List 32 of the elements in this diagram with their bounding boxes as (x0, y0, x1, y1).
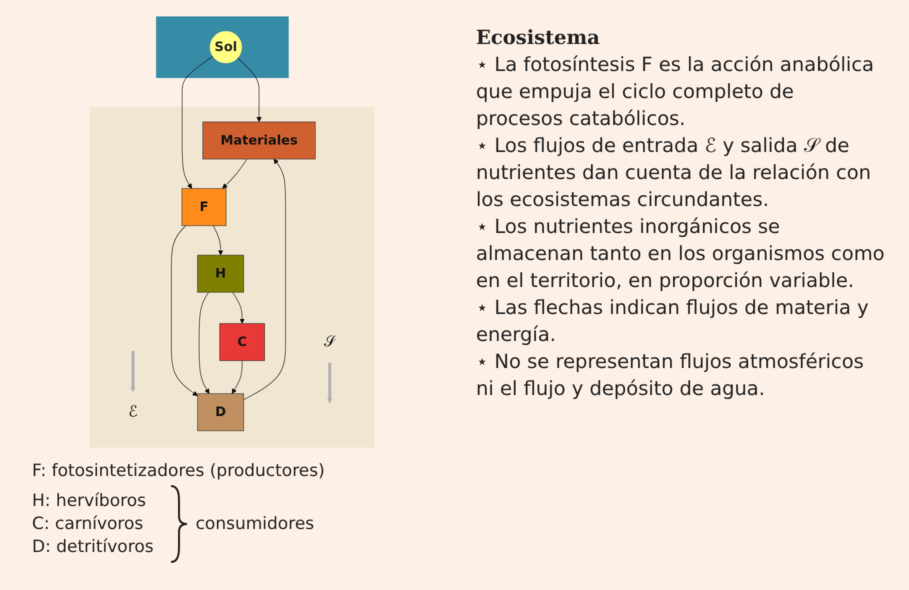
node-text: 𝒮 (324, 332, 336, 351)
node-box (202, 122, 316, 160)
arrow (182, 56, 214, 189)
node-box (197, 254, 244, 293)
group-label: consumidores (196, 514, 314, 534)
bullet-note: ⋆ No se representan flujos atmosféricos ni el flujo y depósito de agua. (476, 349, 865, 402)
node-circle (210, 31, 242, 64)
node-box (197, 393, 244, 432)
heading: Ecosistema (476, 25, 601, 51)
arrow (198, 292, 210, 394)
arrow (243, 158, 286, 400)
legend-entry: H: hervíboros (32, 491, 147, 511)
bullet-note: ⋆ La fotosíntesis F es la acción anabólica que empuja el ciclo completo de procesos catabólicos. (476, 52, 876, 132)
arrow (232, 292, 245, 324)
legend-entry: C: carnívoros (32, 514, 144, 534)
arrow (130, 350, 136, 392)
node-text: ℰ (128, 403, 138, 421)
cluster (156, 16, 289, 78)
arrow (212, 225, 224, 256)
bullet-note: ⋆ Los nutrientes inorgánicos se almacenan tanto en los organismos como en el territorio, en proporción variable. (476, 214, 885, 294)
arrow (232, 360, 242, 394)
node-box (219, 323, 265, 361)
arrow (327, 362, 332, 404)
bullet-note: ⋆ Los flujos de entrada ℰ y salida 𝒮 de nutrientes dan cuenta de la relación con los ecosistemas circundantes. (476, 133, 872, 213)
node-box (182, 188, 226, 226)
legend-entry: D: detritívoros (32, 537, 154, 557)
arrow (237, 58, 262, 122)
bullet-note: ⋆ Las flechas indican flujos de materia y energía. (476, 295, 870, 348)
arrow (171, 225, 198, 396)
arrow (222, 158, 248, 189)
legend-entry: F: fotosintetizadores (productores) (32, 461, 326, 481)
cluster (90, 106, 374, 448)
